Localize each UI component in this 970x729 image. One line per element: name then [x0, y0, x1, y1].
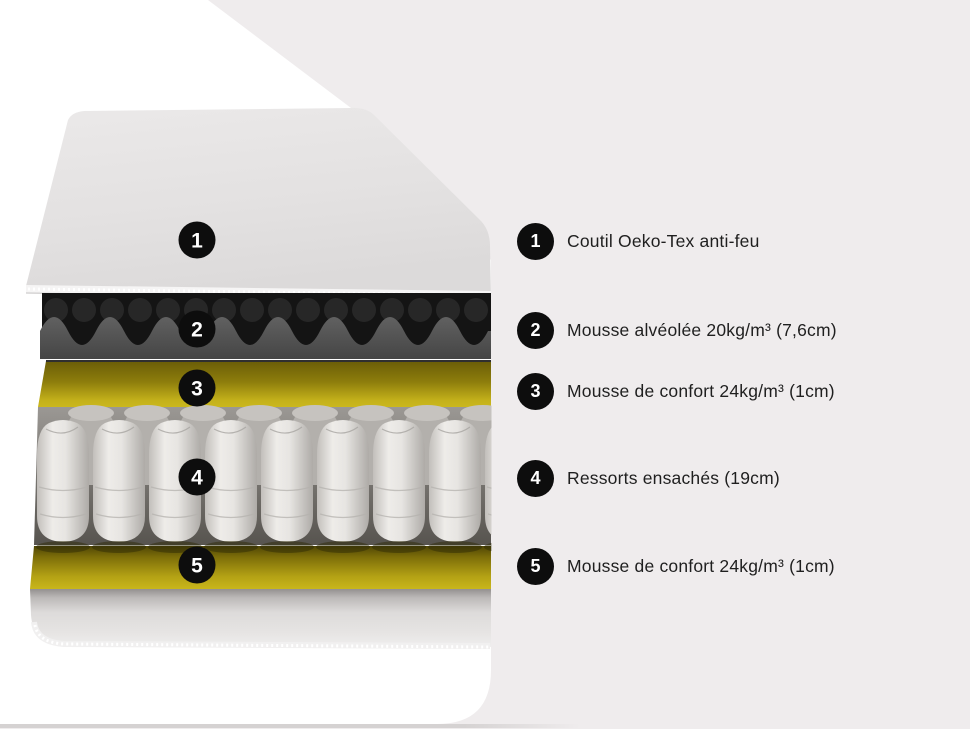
layer-marker-2-number: 2 — [191, 319, 203, 342]
legend-item-2-badge: 2 — [517, 311, 554, 349]
layer-marker-1-number: 1 — [191, 230, 203, 253]
legend-item-2-label: Mousse alvéolée 20kg/m³ (7,6cm) — [567, 319, 837, 340]
layer-3-comfort-foam — [38, 360, 491, 407]
panel-bottom-shadow — [0, 724, 580, 728]
legend-item-4-badge: 4 — [517, 459, 554, 497]
layer-marker-3: 3 — [178, 369, 216, 407]
legend-item-5: 5 Mousse de confort 24kg/m³ (1cm) — [517, 547, 835, 585]
layer-marker-3-number: 3 — [191, 378, 203, 401]
layer-marker-2: 2 — [178, 310, 216, 348]
layer-5-comfort-foam — [30, 541, 492, 589]
layer-marker-4: 4 — [178, 458, 216, 496]
legend-item-3: 3 Mousse de confort 24kg/m³ (1cm) — [517, 372, 835, 410]
layer-marker-4-number: 4 — [191, 467, 203, 490]
mattress-base — [30, 589, 491, 649]
layer-2-foam — [40, 293, 491, 359]
legend-item-3-label: Mousse de confort 24kg/m³ (1cm) — [567, 380, 835, 401]
layer-4-springs — [34, 405, 492, 545]
legend-item-4: 4 Ressorts ensachés (19cm) — [517, 459, 780, 497]
legend-item-1-label: Coutil Oeko-Tex anti-feu — [567, 230, 760, 251]
layer-marker-5: 5 — [178, 546, 216, 584]
legend-item-4-label: Ressorts ensachés (19cm) — [567, 467, 780, 488]
legend-item-3-badge: 3 — [517, 372, 554, 410]
mattress-illustration — [25, 107, 492, 649]
legend-item-5-label: Mousse de confort 24kg/m³ (1cm) — [567, 555, 835, 576]
layer-marker-1: 1 — [178, 221, 216, 259]
legend-item-5-badge: 5 — [517, 547, 554, 585]
legend-item-1: 1 Coutil Oeko-Tex anti-feu — [517, 222, 760, 260]
legend-item-1-badge: 1 — [517, 222, 554, 260]
layer-marker-5-number: 5 — [191, 555, 203, 578]
legend-item-2: 2 Mousse alvéolée 20kg/m³ (7,6cm) — [517, 311, 837, 349]
